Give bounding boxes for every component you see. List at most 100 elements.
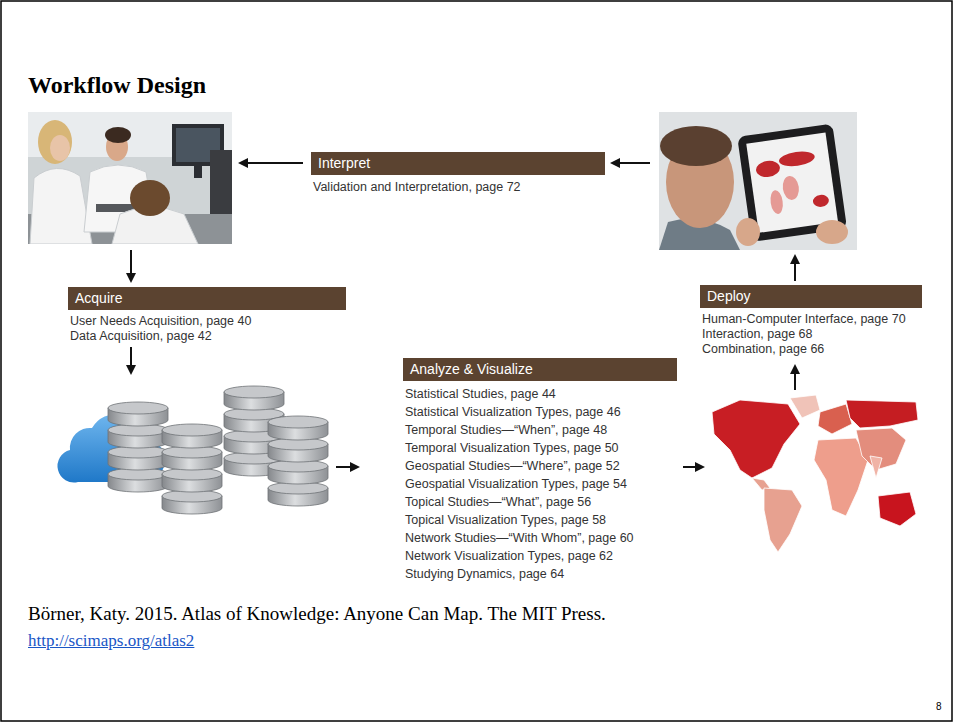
europe [818,404,852,434]
asia [856,428,906,470]
stage-heading: Deploy [707,288,751,304]
lab-photo [28,112,232,244]
database-disk [162,468,222,492]
database-disk [224,386,284,410]
database-disk [108,402,168,426]
step-text: Statistical Visualization Types, page 46 [405,405,621,419]
stage-steps: Validation and Interpretation, page 72 [311,175,605,195]
photo-background [659,112,857,250]
step-line: Temporal Visualization Types, page 50 [403,439,677,457]
step-line: Studying Dynamics, page 64 [403,565,677,583]
arrow-line [618,162,650,164]
arrow-head [126,365,136,375]
step-line: Interaction, page 68 [700,327,922,342]
step-line: Geospatial Visualization Types, page 54 [403,475,677,493]
stage-steps: Human-Computer Interface, page 70Interac… [700,308,922,357]
stage-heading: Analyze & Visualize [410,361,533,377]
arrow-head [350,462,360,472]
monitor-stand [194,166,202,178]
stage-box: InterpretValidation and Interpretation, … [311,152,605,195]
step-line: Geospatial Studies—“Where”, page 52 [403,457,677,475]
stage-band: Interpret [311,152,605,175]
step-text: Data Acquisition, page 42 [70,329,212,343]
step-line: Combination, page 66 [700,342,922,357]
step-text: Network Studies—“With Whom”, page 60 [405,531,634,545]
step-text: Studying Dynamics, page 64 [405,567,564,581]
screen-map [812,194,830,208]
africa [814,438,868,516]
step-text: Validation and Interpretation, page 72 [313,180,521,194]
north-america [712,400,800,478]
stage-steps: User Needs Acquisition, page 40Data Acqu… [68,310,346,344]
stage-box: Analyze & VisualizeStatistical Studies, … [403,358,677,583]
database-disk [108,468,168,492]
computer-tower [210,150,232,216]
greenland [790,395,820,418]
step-line: Temporal Studies—“When”, page 48 [403,421,677,439]
citation: Börner, Katy. 2015. Atlas of Knowledge: … [28,603,606,625]
screen-map [778,149,816,168]
page-number: 8 [936,701,942,712]
step-line: Validation and Interpretation, page 72 [311,179,605,195]
step-text: Topical Visualization Types, page 58 [405,513,606,527]
step-line: Statistical Studies, page 44 [403,385,677,403]
screen-map [769,189,784,214]
hand [816,220,848,244]
stage-band: Analyze & Visualize [403,358,677,381]
south-america [764,488,802,552]
step-text: Geospatial Studies—“Where”, page 52 [405,459,620,473]
stage-band: Acquire [68,287,346,310]
step-line: Human-Computer Interface, page 70 [700,312,922,327]
step-line: Network Visualization Types, page 62 [403,547,677,565]
database-disk [108,424,168,448]
step-text: Temporal Studies—“When”, page 48 [405,423,607,437]
step-text: Topical Studies—“What”, page 56 [405,495,591,509]
database-disk [162,424,222,448]
hand [736,218,760,246]
world-map [712,395,918,552]
tablet-photo [659,112,857,250]
photo-background [28,112,232,244]
arrow-line [794,372,796,390]
arrow-line [683,466,697,468]
database-disk [108,446,168,470]
arrow-line [246,162,303,164]
step-line: Network Studies—“With Whom”, page 60 [403,529,677,547]
screen-map [781,175,800,201]
face [50,135,70,161]
step-text: Interaction, page 68 [702,327,813,341]
step-text: Statistical Studies, page 44 [405,387,556,401]
stage-box: DeployHuman-Computer Interface, page 70I… [700,285,922,357]
arrow-line [130,347,132,367]
step-line: Topical Studies—“What”, page 56 [403,493,677,511]
screen-map [755,159,781,178]
step-text: Combination, page 66 [702,342,824,356]
india [870,456,882,478]
database-disk [268,416,328,440]
arrow-head [695,462,705,472]
database-disk [268,460,328,484]
arrow-head [610,158,620,168]
database-stack [108,402,168,492]
step-text: User Needs Acquisition, page 40 [70,314,251,328]
step-line: User Needs Acquisition, page 40 [68,314,346,329]
database-disk [268,438,328,462]
step-text: Network Visualization Types, page 62 [405,549,613,563]
arrow-head [790,364,800,374]
slide-title: Workflow Design [28,72,206,99]
hair [130,180,170,216]
hair [660,126,732,166]
stage-band: Deploy [700,285,922,308]
stage-box: AcquireUser Needs Acquisition, page 40Da… [68,287,346,344]
database-disk [162,446,222,470]
database-disk [162,490,222,514]
database-stack [162,424,222,514]
australia [878,492,916,526]
database-stack [268,416,328,506]
stage-steps: Statistical Studies, page 44 Statistical … [403,381,677,583]
stage-heading: Interpret [318,155,370,171]
step-line: Statistical Visualization Types, page 46 [403,403,677,421]
